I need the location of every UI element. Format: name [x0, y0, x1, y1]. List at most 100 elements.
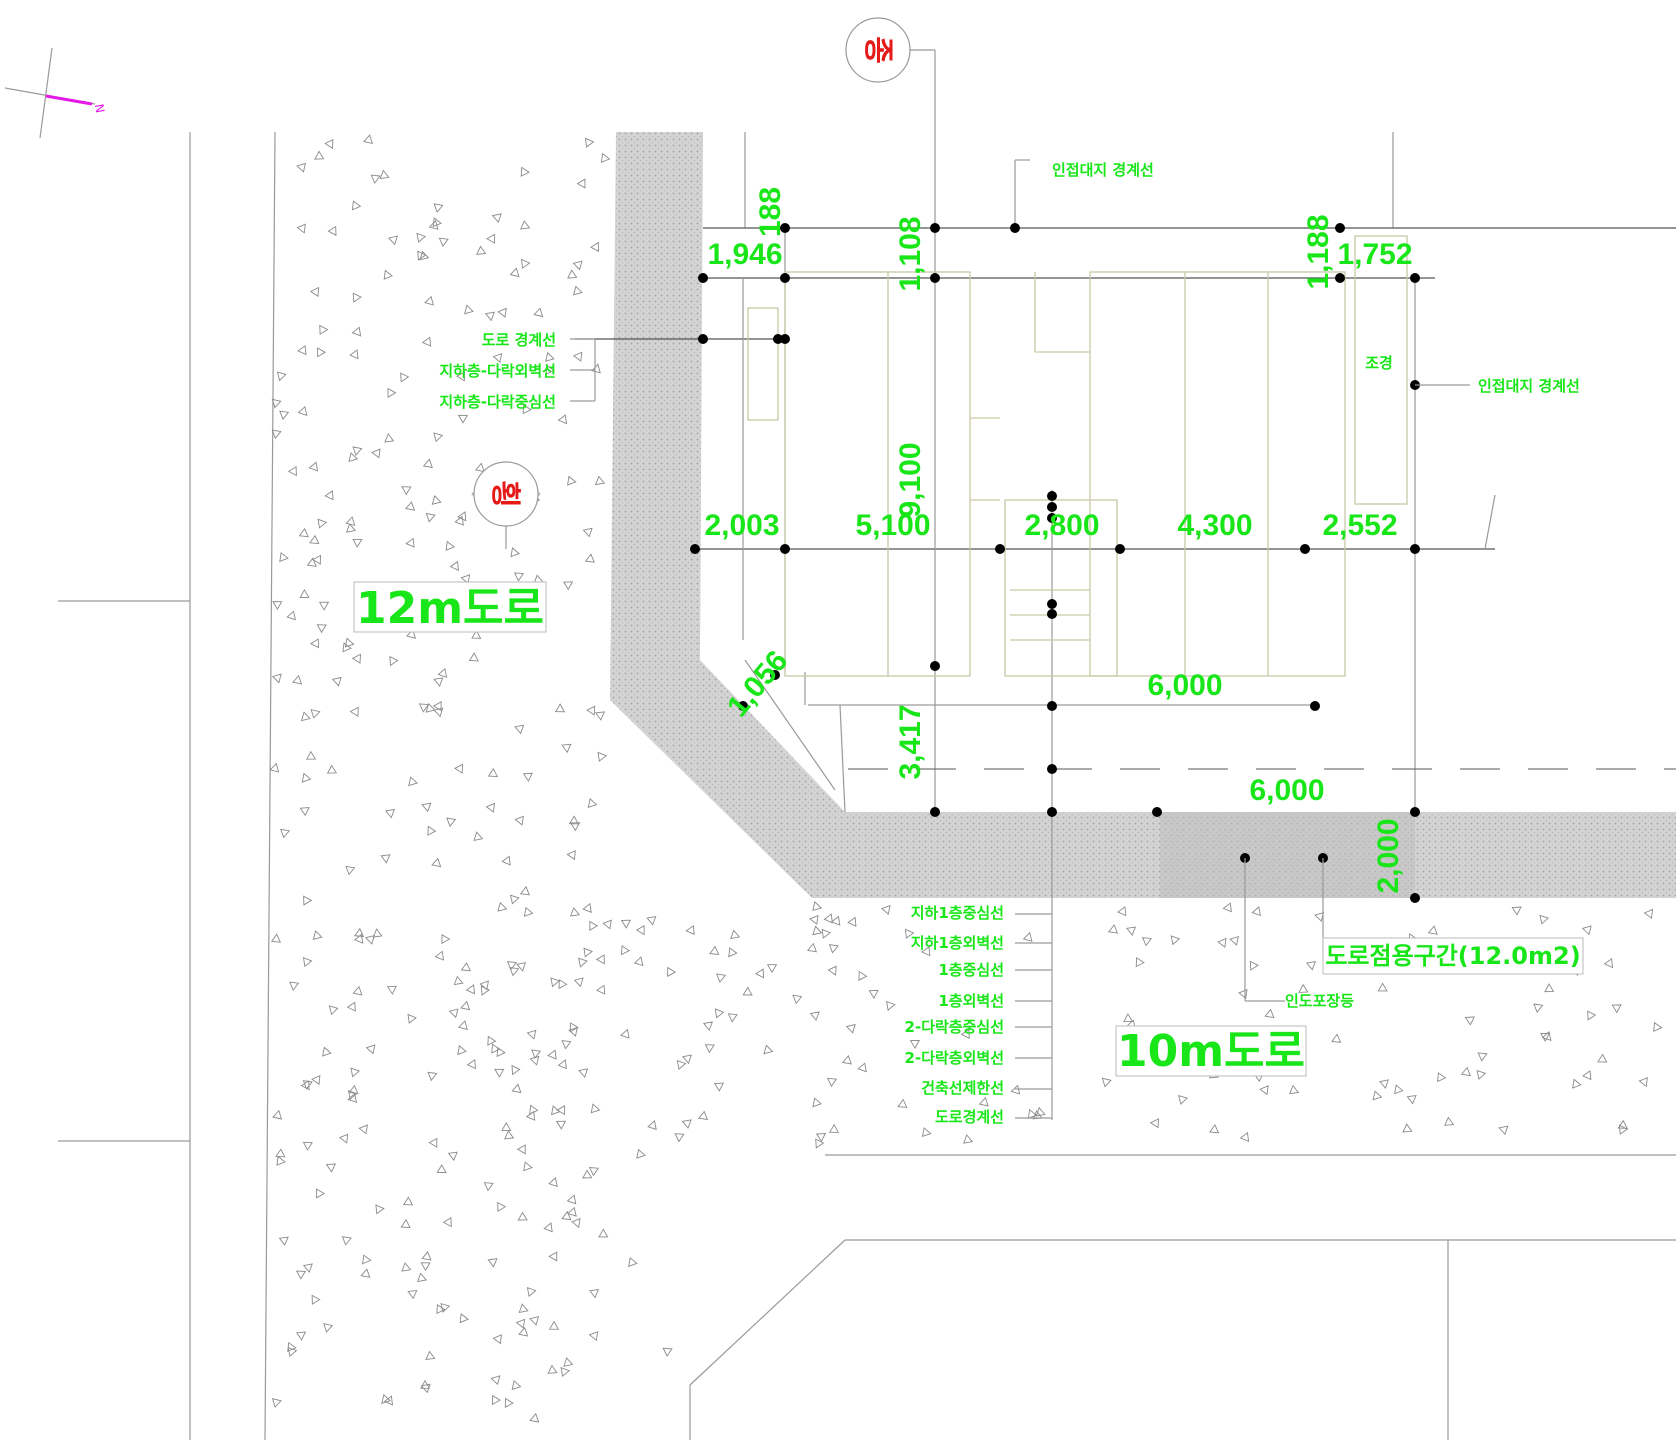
- gravel-mark: [633, 956, 644, 967]
- gravel-mark: [425, 1350, 436, 1360]
- gravel-mark: [808, 914, 819, 925]
- gravel-mark: [487, 767, 499, 778]
- gravel-mark: [583, 947, 593, 958]
- gravel-mark: [1264, 1008, 1275, 1019]
- gravel-mark: [480, 985, 490, 996]
- gravel-mark: [685, 924, 695, 936]
- gravel-mark: [421, 336, 432, 347]
- gravel-mark: [302, 1080, 313, 1090]
- gravel-mark: [600, 152, 611, 163]
- gravel-mark: [582, 902, 592, 914]
- gravel-mark: [826, 1077, 838, 1088]
- section-marker-transverse[interactable]: 횡: [471, 461, 541, 549]
- gravel-mark: [504, 1129, 515, 1140]
- gravel-mark: [523, 1161, 533, 1172]
- gravel-mark: [809, 1011, 820, 1021]
- gravel-mark: [271, 673, 282, 684]
- gravel-mark: [646, 916, 657, 926]
- gravel-mark: [466, 1059, 477, 1070]
- gravel-mark: [494, 1068, 505, 1078]
- west-road-lines: [58, 131, 1676, 1440]
- gravel-mark: [1217, 937, 1227, 948]
- dimension-point: [1152, 807, 1162, 817]
- gravel-mark: [427, 1071, 438, 1082]
- gravel-mark: [298, 527, 309, 538]
- leader-lines: [570, 338, 1470, 1119]
- gravel-mark: [447, 1151, 458, 1162]
- gravel-mark: [317, 347, 327, 358]
- gravel-mark: [297, 345, 307, 356]
- dimension-point: [1047, 513, 1057, 523]
- gravel-mark: [364, 934, 375, 945]
- gravel-mark: [314, 150, 325, 160]
- gravel-mark: [555, 1120, 567, 1130]
- gravel-mark: [453, 975, 464, 986]
- gravel-mark: [1141, 937, 1153, 947]
- gravel-mark: [1643, 908, 1654, 919]
- dimension-point: [1047, 609, 1057, 619]
- gravel-mark: [516, 962, 527, 972]
- gravel-mark: [442, 1217, 452, 1228]
- gravel-mark: [545, 351, 555, 362]
- gravel-mark: [509, 267, 520, 278]
- gravel-mark: [316, 1188, 325, 1199]
- gravel-mark: [271, 429, 282, 440]
- gravel-mark: [519, 885, 531, 896]
- gravel-mark: [372, 928, 383, 938]
- gravel-mark: [479, 980, 489, 991]
- gravel-mark: [279, 410, 290, 421]
- gravel-mark: [276, 1155, 286, 1166]
- road-label-west: 12m도로: [353, 581, 547, 634]
- gravel-mark: [457, 1045, 467, 1056]
- north-arrow-icon: N: [4, 47, 107, 139]
- gravel-mark: [386, 985, 397, 995]
- gravel-mark: [525, 1110, 536, 1121]
- gravel-mark: [522, 404, 532, 415]
- dimension-point: [1115, 544, 1125, 554]
- gravel-mark: [504, 1397, 514, 1408]
- gravel-mark: [702, 1021, 714, 1031]
- gravel-mark: [465, 984, 476, 995]
- gravel-mark: [847, 916, 857, 927]
- gravel-mark: [460, 962, 472, 972]
- gravel-mark: [296, 162, 307, 173]
- gravel-mark: [921, 1127, 932, 1137]
- gravel-mark: [365, 1044, 376, 1055]
- gravel-mark: [417, 250, 427, 261]
- gravel-mark: [322, 1046, 332, 1057]
- gravel-mark: [418, 703, 430, 713]
- gravel-mark: [352, 446, 363, 456]
- gravel-mark: [420, 1379, 431, 1389]
- gravel-mark: [563, 1357, 574, 1367]
- gravel-mark: [763, 1044, 774, 1055]
- bottom-line-label: 2-다락층중심선: [905, 1018, 1004, 1036]
- dimension-2003: 2,003: [704, 509, 779, 542]
- gravel-mark: [857, 1062, 867, 1073]
- gravel-mark: [407, 1013, 417, 1024]
- gravel-mark: [1222, 902, 1232, 913]
- gravel-mark: [636, 1148, 646, 1159]
- gravel-mark: [384, 433, 395, 443]
- gravel-mark: [960, 1028, 970, 1040]
- gravel-mark: [620, 919, 632, 929]
- gravel-mark: [328, 1005, 339, 1016]
- gravel-mark: [1378, 1079, 1389, 1089]
- gravel-mark: [295, 1270, 307, 1280]
- dimension-point: [1410, 893, 1420, 903]
- gravel-mark: [1259, 1085, 1269, 1096]
- gravel-mark: [1638, 1076, 1648, 1088]
- gravel-mark: [317, 518, 328, 529]
- gravel-mark: [310, 708, 321, 719]
- gravel-mark: [1511, 906, 1522, 916]
- gravel-mark: [271, 1398, 282, 1408]
- gravel-mark: [351, 653, 361, 664]
- gravel-mark: [484, 311, 495, 322]
- dimension-point: [780, 273, 790, 283]
- gravel-mark: [812, 901, 823, 912]
- section-marker-longitudinal[interactable]: 종: [845, 17, 911, 83]
- gravel-mark: [518, 1303, 529, 1313]
- gravel-mark: [573, 977, 584, 988]
- gravel-mark: [287, 466, 297, 477]
- gravel-mark: [306, 557, 317, 567]
- gravel-mark: [963, 1134, 974, 1144]
